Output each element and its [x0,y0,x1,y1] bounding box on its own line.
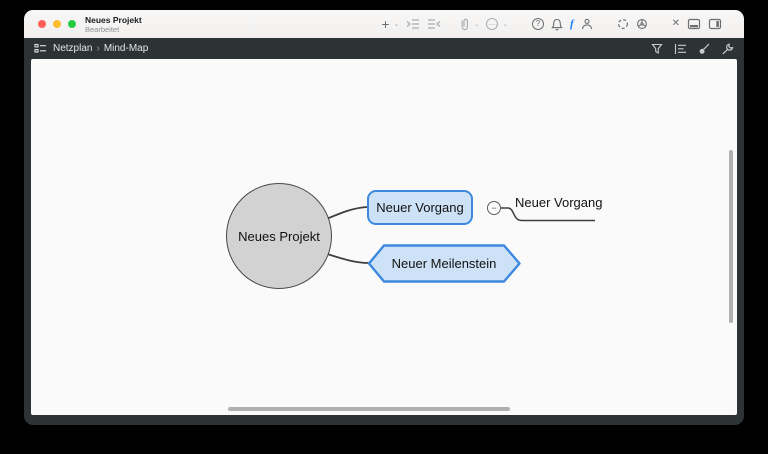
attach-chevron-icon[interactable]: ⌄ [474,21,480,28]
sync-button[interactable] [617,18,629,30]
bell-icon [551,18,563,30]
breadcrumb-page-name[interactable]: Mind-Map [103,43,149,54]
attach-button[interactable] [459,18,470,31]
function-button[interactable]: f [569,18,574,30]
outdent-icon [428,19,441,29]
paperclip-icon [461,18,469,30]
edge-task-to-child [501,207,595,222]
network-button[interactable] [636,18,648,30]
add-item-button[interactable]: + [381,16,390,32]
outline-format-icon[interactable] [674,43,687,55]
view-bar-tools [651,42,734,55]
task-node-label: Neuer Vorgang [376,200,464,215]
view-icon [34,43,46,53]
indent-icon [406,19,420,29]
milestone-node-shape[interactable] [367,244,521,283]
mindmap-canvas[interactable]: Neues Projekt Neuer Vorgang Neuer Meilen… [31,59,737,415]
edge-root-to-milestone [323,252,370,264]
ellipsis-circle-icon: ⋯ [486,18,499,30]
minimize-window-button[interactable] [53,20,61,28]
app-window: Neues Projekt Bearbeitet + ⌄ [24,10,744,425]
sync-icon [617,18,628,30]
settings-wrench-icon[interactable] [721,42,734,55]
window-subtitle: Bearbeitet [85,24,120,34]
task-node[interactable]: Neuer Vorgang [367,190,473,225]
root-node[interactable]: Neues Projekt [226,183,332,289]
edge-root-to-task [323,206,368,221]
main-toolbar: + ⌄ ⌄ [381,16,722,32]
titlebar: Neues Projekt Bearbeitet + ⌄ [24,10,744,38]
outdent-button[interactable] [427,18,441,30]
notifications-button[interactable] [551,18,563,31]
toggle-bottom-panel-button[interactable] [687,18,701,30]
filter-icon[interactable] [651,43,663,55]
horizontal-scrollbar[interactable] [228,407,510,411]
user-icon [581,18,592,30]
milestone-node-label: Neuer Meilenstein [391,256,497,271]
breadcrumb[interactable]: Netzplan › Mind-Map [34,43,148,54]
toggle-inspector-panel-button[interactable] [708,18,722,30]
canvas-frame: Neues Projekt Neuer Vorgang Neuer Meilen… [31,59,737,415]
milestone-node[interactable]: Neuer Meilenstein [368,245,520,282]
breadcrumb-separator: › [96,43,100,54]
collapsed-child-label: Neuer Vorgang [515,195,603,210]
panel-bottom-icon [687,18,701,30]
add-item-chevron-icon[interactable]: ⌄ [393,21,400,28]
indent-button[interactable] [406,18,420,30]
collapse-toggle-button[interactable]: − [487,201,501,215]
user-button[interactable] [581,18,593,30]
close-window-button[interactable] [38,20,46,28]
breadcrumb-view-name[interactable]: Netzplan [53,43,93,54]
more-actions-chevron-icon[interactable]: ⌄ [502,21,508,28]
panel-right-icon [708,18,722,30]
minus-icon: − [491,202,497,213]
vertical-scrollbar[interactable] [729,150,733,323]
traffic-lights [38,20,76,28]
globe-icon [636,19,647,29]
help-icon: ? [531,18,544,30]
view-bar: Netzplan › Mind-Map [24,38,744,59]
help-button[interactable]: ? [531,18,544,30]
root-node-label: Neues Projekt [238,228,320,244]
zoom-window-button[interactable] [68,20,76,28]
more-actions-button[interactable]: ⋯ [486,18,499,30]
style-brush-icon[interactable] [698,43,710,55]
cut-button[interactable]: ✕ [671,18,680,29]
window-title: Neues Projekt [85,14,142,25]
collapsed-child-node[interactable]: Neuer Vorgang [515,195,602,210]
window-title-block: Neues Projekt Bearbeitet [85,15,142,34]
mindmap-connections [323,206,595,283]
